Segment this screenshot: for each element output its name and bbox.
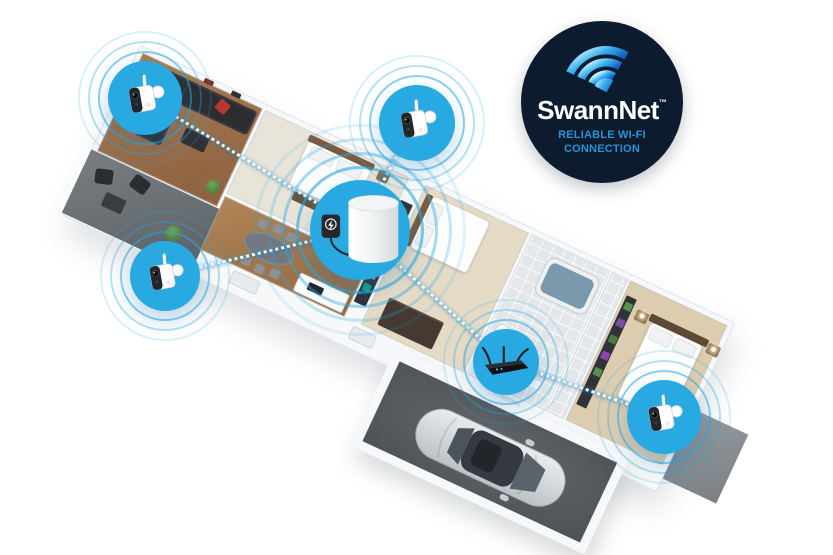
security-camera-icon [128, 74, 165, 113]
deck-chair [128, 173, 152, 196]
security-camera-icon [648, 394, 683, 432]
security-camera-icon [400, 99, 437, 138]
car [415, 408, 566, 507]
wifi-hub-icon [321, 195, 399, 263]
trademark: ™ [658, 98, 667, 107]
plant [203, 177, 223, 197]
lightning-bolt-icon [328, 220, 334, 231]
wifi-coverage-disc [627, 380, 701, 454]
wifi-hub [254, 124, 466, 336]
swannnet-badge: SwannNet™ RELIABLE WI-FI CONNECTION [521, 21, 683, 183]
deck-chair [94, 168, 114, 186]
camera-deck [100, 211, 230, 341]
wifi-coverage-disc [108, 61, 182, 135]
brand-subtitle: RELIABLE WI-FI CONNECTION [558, 129, 646, 156]
router-icon [481, 345, 529, 375]
security-camera-icon [149, 253, 184, 291]
wifi-signal-icon [566, 46, 629, 93]
floorplan [58, 45, 749, 555]
bathtub [531, 254, 603, 318]
wifi-coverage-disc [473, 329, 539, 395]
camera-master-bedroom [597, 350, 731, 484]
camera-living-room [78, 31, 212, 165]
brand-title: SwannNet™ [537, 95, 667, 125]
garage-floor [362, 361, 618, 543]
wifi-coverage-disc [130, 241, 200, 311]
wifi-router [443, 299, 569, 425]
wifi-coverage-disc [310, 180, 410, 280]
garage [350, 349, 630, 555]
deck-table [100, 191, 127, 215]
